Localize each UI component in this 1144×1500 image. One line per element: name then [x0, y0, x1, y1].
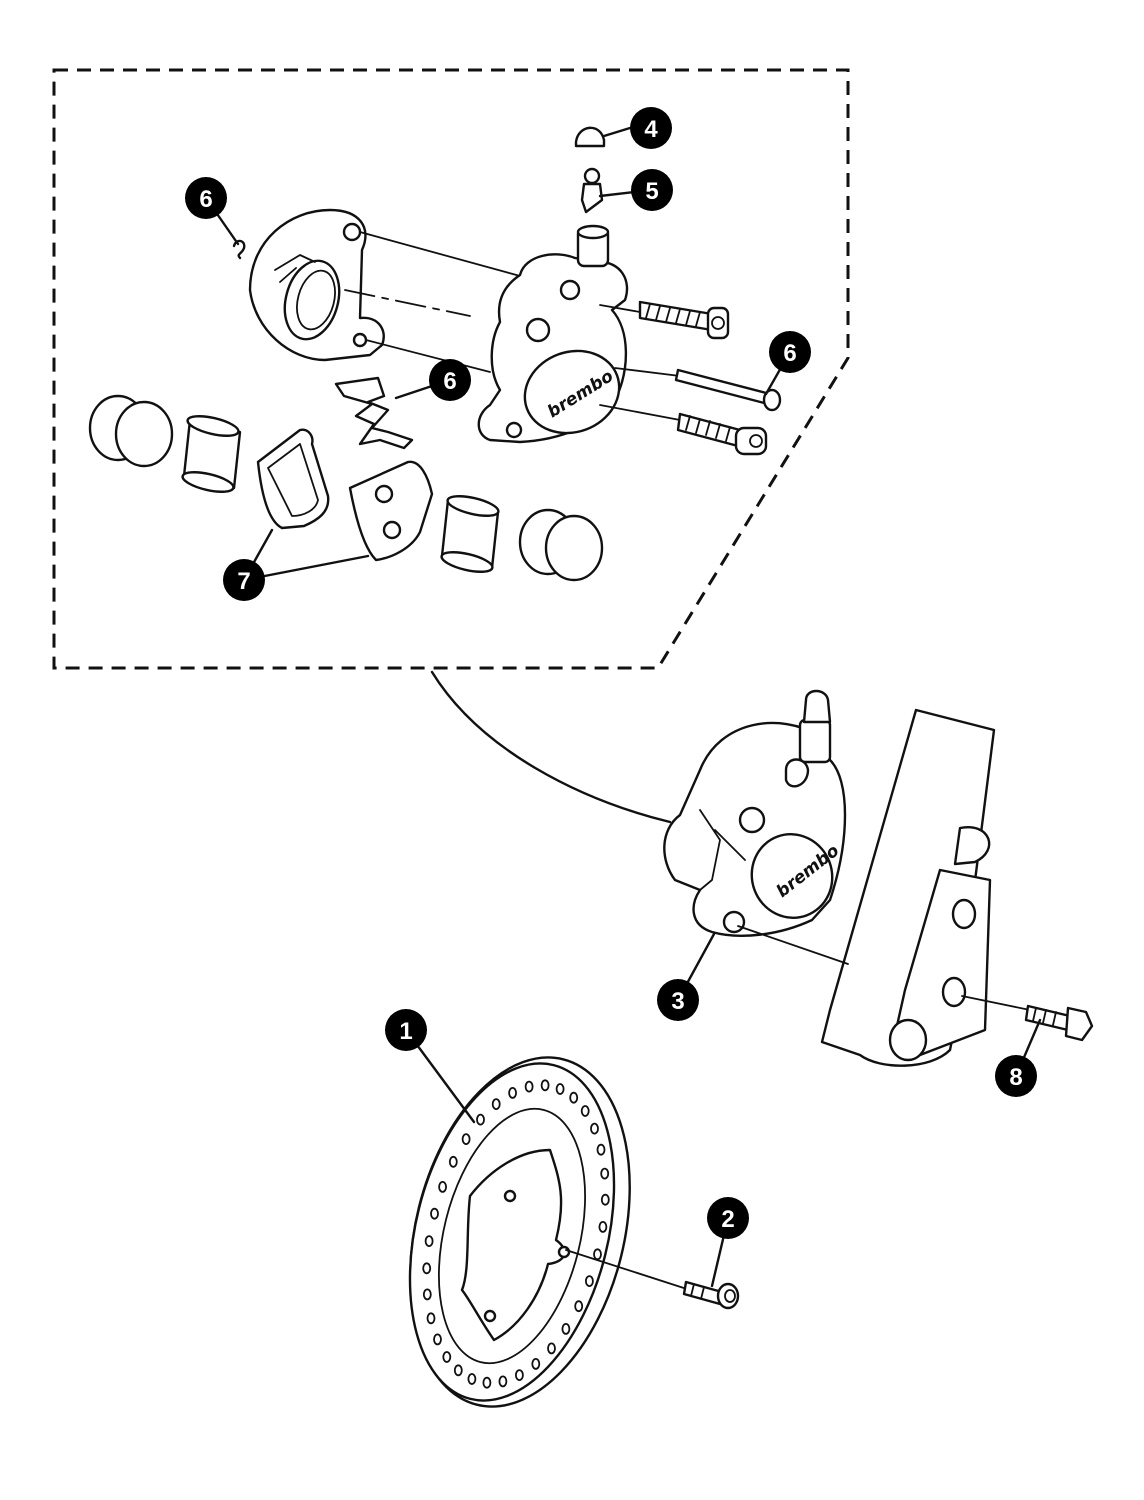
disc-vent-hole	[555, 1083, 565, 1095]
callout-2-label: 2	[721, 1206, 734, 1233]
callout-1-label: 1	[399, 1018, 412, 1045]
disc-vent-hole	[467, 1373, 477, 1385]
anti-rattle-spring	[334, 376, 414, 450]
disc-vent-hole	[498, 1375, 508, 1388]
disc-vent-hole	[590, 1122, 599, 1135]
disc-vent-hole	[547, 1342, 556, 1355]
bleeder-cap	[574, 126, 606, 148]
disc-vent-hole	[461, 1133, 471, 1145]
assembled-caliper-group: brembo	[663, 689, 1094, 1067]
callout-6-spring-label: 6	[443, 368, 456, 395]
disc-vent-hole	[596, 1143, 606, 1156]
callout-1: 1	[385, 1009, 427, 1051]
disc-mounting-bolt	[565, 1249, 740, 1310]
disc-vent-hole	[600, 1193, 610, 1206]
callout-3: 3	[657, 979, 699, 1021]
disc-vent-hole	[453, 1364, 463, 1377]
disc-vent-hole	[438, 1181, 448, 1193]
callout-3-label: 3	[671, 988, 684, 1015]
disc-vent-hole	[476, 1113, 485, 1126]
disc-vent-hole	[531, 1358, 541, 1370]
callout-7: 7	[223, 559, 265, 601]
disc-vent-hole	[524, 1080, 534, 1093]
disc-vent-hole	[424, 1235, 434, 1247]
piston-right	[440, 495, 500, 573]
callout-8-label: 8	[1009, 1064, 1022, 1091]
piston-seals-left	[88, 394, 174, 468]
callout-4-label: 4	[644, 116, 658, 143]
callout-7-label: 7	[237, 568, 250, 595]
detail-frame	[52, 68, 850, 670]
disc-vent-hole	[561, 1323, 571, 1335]
disc-vent-hole	[540, 1079, 550, 1092]
bleeder-valve	[580, 167, 604, 214]
disc-vent-hole	[569, 1091, 579, 1104]
disc-vent-hole	[598, 1221, 608, 1233]
caliper-guide-pin	[614, 367, 782, 412]
bolt-axis-line-low	[365, 339, 491, 373]
piston-seals-right	[518, 508, 604, 582]
disc-vent-hole	[433, 1333, 442, 1346]
disc-vent-hole	[585, 1275, 594, 1287]
disc-vent-hole	[422, 1262, 432, 1275]
assembled-caliper-body: brembo	[663, 689, 847, 937]
callout-5-label: 5	[645, 178, 658, 205]
piston-left	[181, 415, 242, 493]
callout-2: 2	[707, 1197, 749, 1239]
disc-vent-hole	[422, 1288, 432, 1301]
disc-vent-hole	[580, 1105, 590, 1117]
disc-vent-hole	[482, 1376, 492, 1389]
disc-vent-hole	[442, 1351, 452, 1363]
callout-6-pin-label: 6	[783, 340, 796, 367]
brake-disc	[408, 1056, 631, 1408]
brake-pad-right	[348, 460, 434, 562]
callout-6-clip-label: 6	[199, 186, 212, 213]
small-retaining-clip	[232, 239, 246, 260]
callout-6-clip: 6	[185, 177, 227, 219]
bolt-axis-line-top	[359, 231, 521, 277]
disc-vent-hole	[600, 1167, 610, 1180]
caliper-body: brembo	[477, 224, 629, 444]
callout-4: 4	[630, 107, 672, 149]
caliper-mounting-bolt	[961, 995, 1094, 1042]
disc-vent-hole	[448, 1155, 458, 1168]
disc-vent-hole	[430, 1207, 439, 1220]
callout-6-pin: 6	[769, 331, 811, 373]
fork-leg	[820, 708, 996, 1067]
exploded-caliper-group: brembo	[88, 126, 782, 582]
brake-pad-left	[256, 428, 330, 530]
disc-vent-hole	[491, 1098, 501, 1110]
disc-vent-holes	[422, 1079, 610, 1389]
bolt-axis-line-mid	[344, 289, 471, 317]
detail-connector-curve	[430, 670, 672, 824]
disc-vent-hole	[426, 1312, 436, 1325]
disc-vent-hole	[508, 1087, 517, 1099]
disc-vent-hole	[515, 1369, 524, 1381]
callout-8: 8	[995, 1055, 1037, 1097]
caliper-bolt-bottom	[599, 404, 768, 456]
callout-6-spring: 6	[429, 359, 471, 401]
disc-vent-hole	[574, 1300, 584, 1313]
caliper-bolt-top	[599, 300, 730, 340]
callout-5: 5	[631, 169, 673, 211]
caliper-mount-axis-line	[737, 925, 849, 965]
